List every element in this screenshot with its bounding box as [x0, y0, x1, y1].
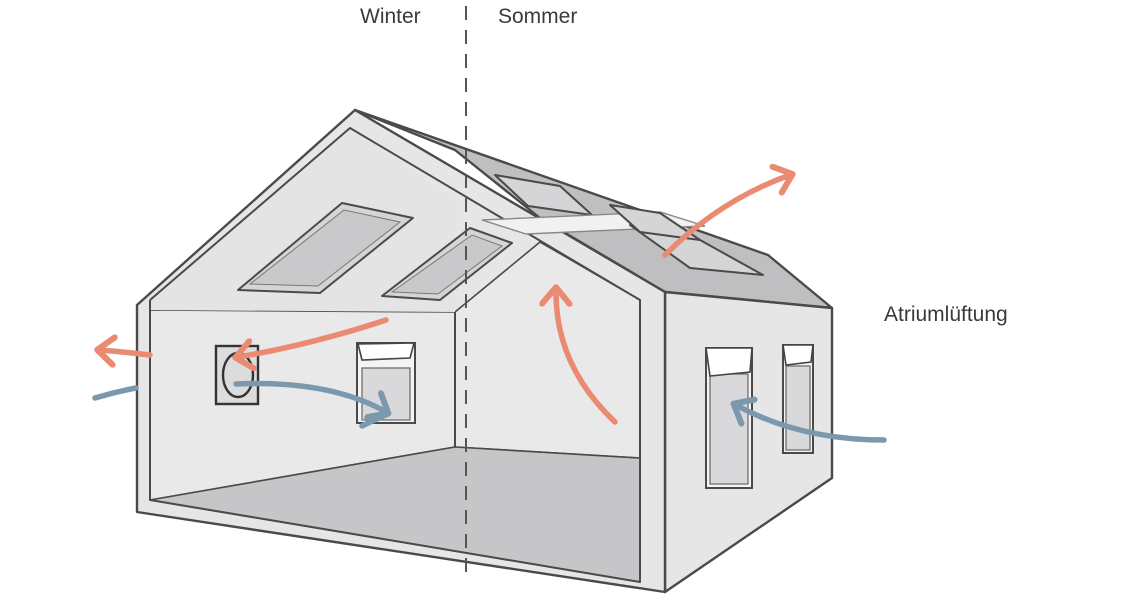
side-window-2-sash — [782, 344, 814, 366]
label-sommer: Sommer — [498, 5, 578, 28]
side-window-2-glass — [785, 365, 811, 451]
warm-air-roof-exit — [662, 175, 790, 258]
label-winter: Winter — [360, 5, 421, 28]
warm-air-rising — [556, 290, 618, 425]
label-atriumlueftung: Atriumlüftung — [884, 303, 1008, 326]
skylight-2-pane — [390, 234, 504, 295]
cool-air-arrows — [92, 380, 887, 443]
skylights-left — [237, 202, 513, 301]
skylights-right — [481, 174, 764, 276]
roof-eave-edge — [664, 291, 833, 309]
side-window-1-glass — [709, 373, 749, 485]
cool-air-intake-left — [92, 385, 139, 401]
gable-inner-edge — [149, 127, 641, 583]
warm-air-interior-to-vent — [238, 317, 389, 357]
interior-window-sash — [356, 342, 416, 361]
cool-air-into-room — [233, 380, 386, 412]
cool-air-return — [359, 411, 391, 429]
skylight-5 — [609, 204, 701, 241]
warm-air-exhaust-left — [100, 350, 153, 355]
gable-face-upper — [150, 128, 455, 312]
cool-air-side-intake — [736, 405, 887, 443]
skylight-1-pane — [248, 209, 402, 287]
side-window-1-sash — [705, 347, 753, 377]
warm-air-arrows — [100, 175, 790, 425]
